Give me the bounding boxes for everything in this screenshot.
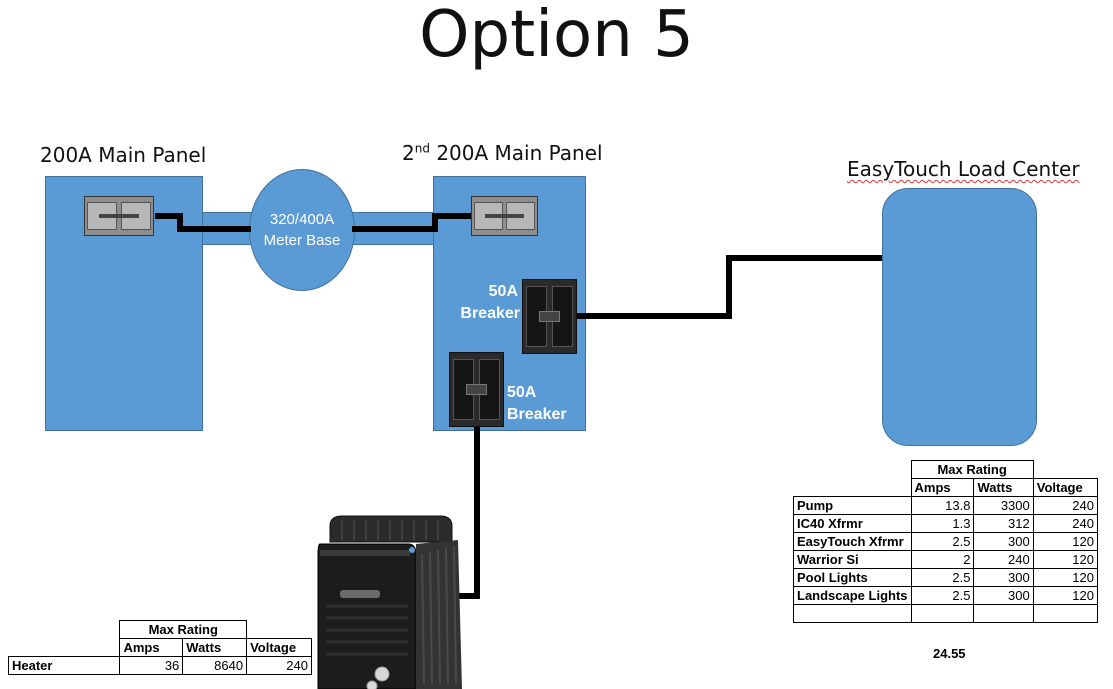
easytouch-load-center [882,188,1037,446]
second-panel-label: 2nd 200A Main Panel [402,141,603,165]
heater-table-group-header: Max Rating [119,620,248,639]
row-watts: 8640 [182,656,248,675]
row-watts: 312 [973,514,1034,533]
row-voltage: 240 [246,656,312,675]
breaker-50a-upper [522,279,577,354]
row-voltage: 120 [1032,550,1099,569]
row-voltage: 120 [1032,532,1099,551]
table-row-empty [793,604,1099,623]
row-name: Warrior Si [793,550,912,569]
wire-breaker-to-heater [458,425,480,599]
second-panel-label-sup: nd [414,141,430,156]
row-watts: 240 [973,550,1034,569]
table-row: IC40 Xfrmr 1.3 312 240 [793,514,1099,533]
table-row: Pool Lights 2.5 300 120 [793,568,1099,587]
row-name: IC40 Xfrmr [793,514,912,533]
load-table-col-watts: Watts [973,478,1034,497]
row-name: Landscape Lights [793,586,912,605]
main-panel-breaker [84,196,154,236]
breaker-lower-amps: 50A [507,384,537,401]
heater-table-col-amps: Amps [119,638,184,657]
page-title: Option 5 [419,0,694,72]
second-panel-main-breaker [471,196,538,236]
row-amps: 1.3 [910,514,975,533]
row-voltage: 120 [1032,568,1099,587]
load-table-col-amps: Amps [910,478,975,497]
table-row: Landscape Lights 2.5 300 120 [793,586,1099,605]
row-amps: 2.5 [910,532,975,551]
breaker-50a-lower [449,352,504,427]
load-rating-table: Max Rating Amps Watts Voltage Pump 13.8 … [793,460,1099,623]
heater-rating-table: Max Rating Amps Watts Voltage Heater 36 … [7,620,312,675]
meter-base: 320/400A Meter Base [249,169,355,291]
load-table-col-voltage: Voltage [1032,478,1099,497]
breaker-upper-label: Breaker [460,305,520,322]
row-name: Heater [7,656,121,675]
row-watts: 3300 [973,496,1034,515]
row-amps: 36 [119,656,184,675]
load-center-label: EasyTouch Load Center [847,157,1080,181]
second-panel-label-num: 2 [402,141,415,165]
load-center-label-text: EasyTouch Load Center [847,157,1080,181]
row-voltage: 240 [1032,496,1099,515]
table-row: Warrior Si 2 240 120 [793,550,1099,569]
heater-table-col-voltage: Voltage [246,638,312,657]
row-watts: 300 [973,532,1034,551]
wire-meter-to-second [352,213,472,232]
load-table-group-header: Max Rating [910,460,1034,479]
row-watts: 300 [973,586,1034,605]
row-amps: 2.5 [910,586,975,605]
row-amps: 2.5 [910,568,975,587]
second-panel-label-rest: 200A Main Panel [429,141,603,165]
meter-base-label-1: 320/400A [269,211,335,228]
row-name: EasyTouch Xfrmr [793,532,912,551]
row-voltage: 240 [1032,514,1099,533]
row-amps: 2 [910,550,975,569]
row-name: Pump [793,496,912,515]
table-row: Pump 13.8 3300 240 [793,496,1099,515]
wire-main-to-meter [155,213,251,232]
pool-heater-image [317,515,462,689]
meter-base-label-2: Meter Base [263,232,341,249]
breaker-lower-label: Breaker [507,406,567,423]
wire-breaker-to-load-center [577,255,882,319]
main-panel-label: 200A Main Panel [40,143,207,167]
breaker-upper-amps: 50A [488,283,518,300]
heater-table-col-watts: Watts [182,638,248,657]
row-watts: 300 [973,568,1034,587]
row-name: Pool Lights [793,568,912,587]
row-amps: 13.8 [910,496,975,515]
load-table-total-amps: 24.55 [933,646,966,661]
row-voltage: 120 [1032,586,1099,605]
table-row: EasyTouch Xfrmr 2.5 300 120 [793,532,1099,551]
table-row: Heater 36 8640 240 [7,656,312,675]
